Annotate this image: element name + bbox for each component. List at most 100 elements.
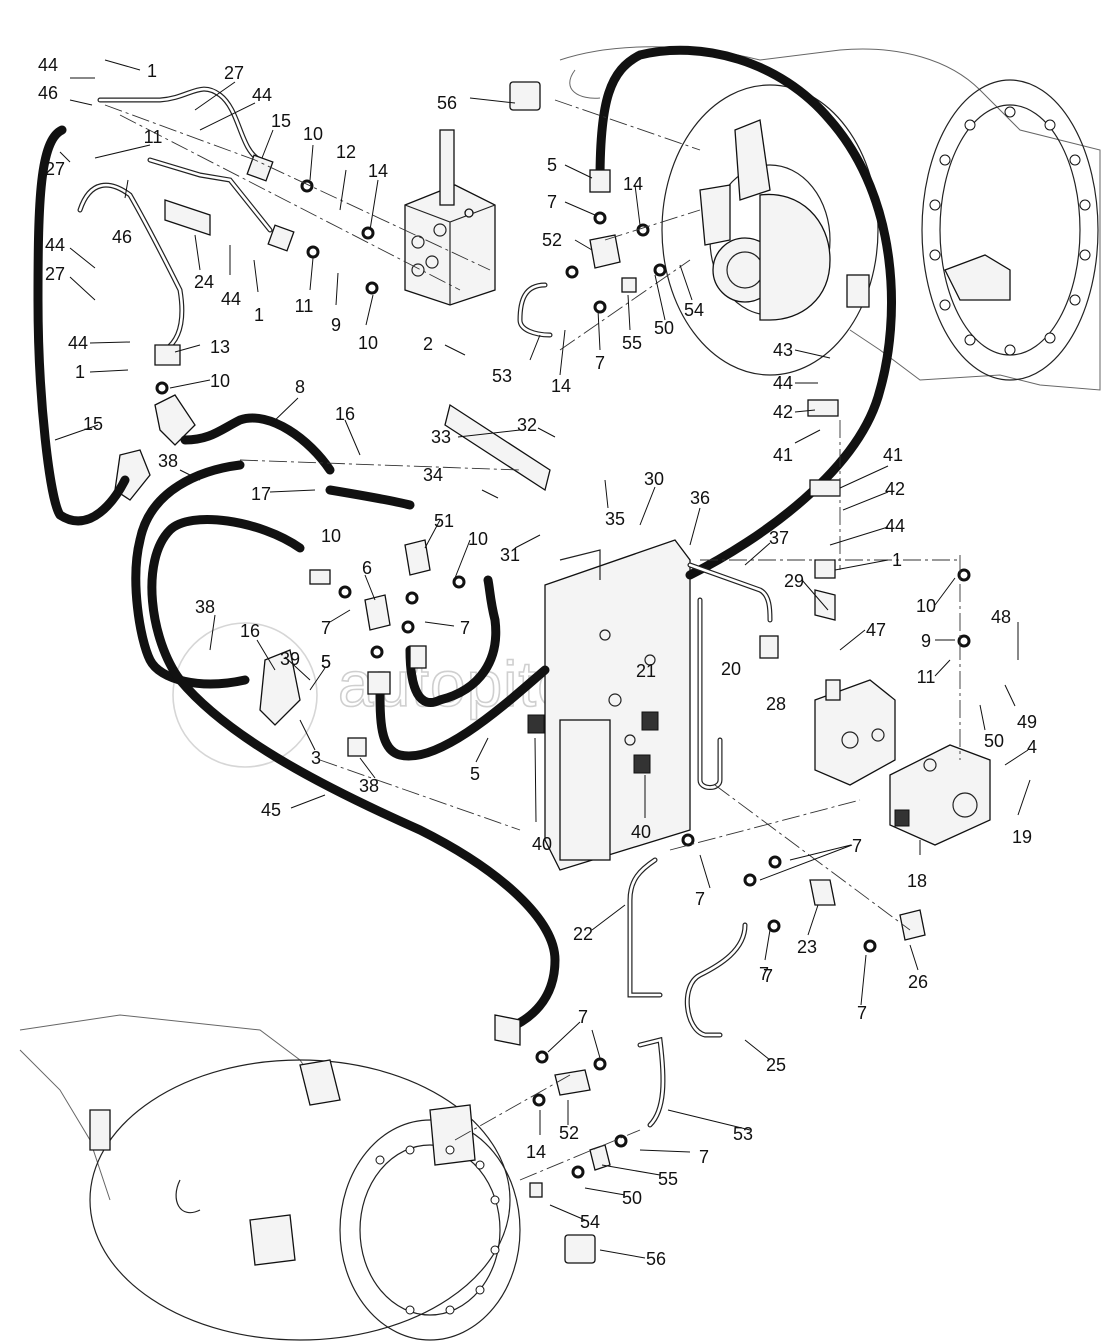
callout-label: 10 xyxy=(303,124,323,144)
callout-label: 54 xyxy=(580,1212,600,1232)
callout-label: 36 xyxy=(690,488,710,508)
callout-label: 49 xyxy=(1017,712,1037,732)
callout-label: 30 xyxy=(644,469,664,489)
callout-label: 25 xyxy=(766,1055,786,1075)
callout-label: 44 xyxy=(252,85,272,105)
callout-label: 28 xyxy=(766,694,786,714)
callout-label: 46 xyxy=(112,227,132,247)
callout-label: 8 xyxy=(295,377,305,397)
callout-label: 7 xyxy=(321,618,331,638)
bottom-tubes xyxy=(517,282,773,1128)
callout-label: 11 xyxy=(917,667,936,687)
alignment-lines xyxy=(104,99,961,1181)
callout-label: 1 xyxy=(147,61,157,81)
callout-label: 11 xyxy=(295,296,314,316)
callout-label: 47 xyxy=(866,620,886,640)
callout-label: 24 xyxy=(194,272,214,292)
callout-label: 50 xyxy=(622,1188,642,1208)
callout-label: 44 xyxy=(68,333,88,353)
fittings xyxy=(259,81,926,1264)
callout-label: 41 xyxy=(773,445,793,465)
callout-label: 9 xyxy=(331,315,341,335)
callout-label: 15 xyxy=(271,111,291,131)
callout-label: 22 xyxy=(573,924,593,944)
callout-label: 14 xyxy=(526,1142,546,1162)
callout-label: 35 xyxy=(605,509,625,529)
callout-label: 50 xyxy=(654,318,674,338)
callout-label: 56 xyxy=(646,1249,666,1269)
callout-label: 42 xyxy=(885,479,905,499)
steering-valve-block xyxy=(404,129,496,306)
callout-label: 33 xyxy=(431,427,451,447)
callout-label: 10 xyxy=(358,333,378,353)
callout-label: 37 xyxy=(769,528,789,548)
callout-label: 16 xyxy=(240,621,260,641)
callout-label: 40 xyxy=(532,834,552,854)
hydraulic-valve-28 xyxy=(814,679,896,786)
callout-label: 12 xyxy=(336,142,356,162)
callout-label: 26 xyxy=(908,972,928,992)
callout-label: 5 xyxy=(470,764,480,784)
callout-label: 27 xyxy=(224,63,244,83)
callout-label: 1 xyxy=(254,305,264,325)
callout-label: 14 xyxy=(623,174,643,194)
callout-label: 5 xyxy=(547,155,557,175)
callout-label: 38 xyxy=(195,597,215,617)
hydraulic-hoses xyxy=(33,45,896,1035)
callout-label: 40 xyxy=(631,822,651,842)
callout-label: 7 xyxy=(759,964,769,984)
seal-rings xyxy=(155,179,971,1179)
callout-label: 6 xyxy=(362,558,372,578)
callout-label: 38 xyxy=(158,451,178,471)
callout-label: 50 xyxy=(984,731,1004,751)
callout-label: 7 xyxy=(699,1147,709,1167)
callout-label: 52 xyxy=(559,1123,579,1143)
callout-label: 10 xyxy=(916,596,936,616)
callout-label: 56 xyxy=(437,93,457,113)
callout-label: 19 xyxy=(1012,827,1032,847)
callout-label: 55 xyxy=(658,1169,678,1189)
callout-label: 55 xyxy=(622,333,642,353)
callout-label: 13 xyxy=(210,337,230,357)
callout-label: 7 xyxy=(578,1007,588,1027)
callout-label: 7 xyxy=(857,1003,867,1023)
callout-label: 7 xyxy=(852,836,862,856)
callout-label: 7 xyxy=(547,192,557,212)
callout-label: 54 xyxy=(684,300,704,320)
callout-label: 52 xyxy=(542,230,562,250)
callout-label: 10 xyxy=(468,529,488,549)
callout-label: 7 xyxy=(763,966,773,986)
rear-axle-assembly xyxy=(19,1014,521,1341)
callout-label: 5 xyxy=(321,652,331,672)
callout-label: 44 xyxy=(38,55,58,75)
callout-labels: 1 27 44 46 44 15 10 12 14 11 27 46 24 44… xyxy=(38,55,1037,1269)
callout-label: 7 xyxy=(460,618,470,638)
callout-label: 53 xyxy=(733,1124,753,1144)
callout-label: 11 xyxy=(144,127,163,147)
callout-label: 41 xyxy=(883,445,903,465)
callout-label: 2 xyxy=(423,334,433,354)
callout-label: 43 xyxy=(773,340,793,360)
callout-label: 18 xyxy=(907,871,927,891)
callout-label: 32 xyxy=(517,415,537,435)
callout-label: 7 xyxy=(695,889,705,909)
callout-label: 27 xyxy=(45,264,65,284)
callout-label: 45 xyxy=(261,800,281,820)
callout-label: 44 xyxy=(885,516,905,536)
callout-label: 46 xyxy=(38,83,58,103)
top-left-tubes xyxy=(77,86,295,501)
callout-leaders xyxy=(54,59,1031,1259)
callout-label: 9 xyxy=(921,631,931,651)
callout-label: 42 xyxy=(773,402,793,422)
callout-label: 5 xyxy=(321,652,331,672)
callout-label: 51 xyxy=(434,511,454,531)
callout-label: 20 xyxy=(721,659,741,679)
callout-label: 1 xyxy=(892,550,902,570)
callout-label: 34 xyxy=(423,465,443,485)
callout-label: 17 xyxy=(251,484,271,504)
mounting-plate xyxy=(527,539,691,871)
callout-label: 39 xyxy=(280,649,300,669)
front-axle-assembly xyxy=(559,46,1101,391)
callout-label: 53 xyxy=(492,366,512,386)
